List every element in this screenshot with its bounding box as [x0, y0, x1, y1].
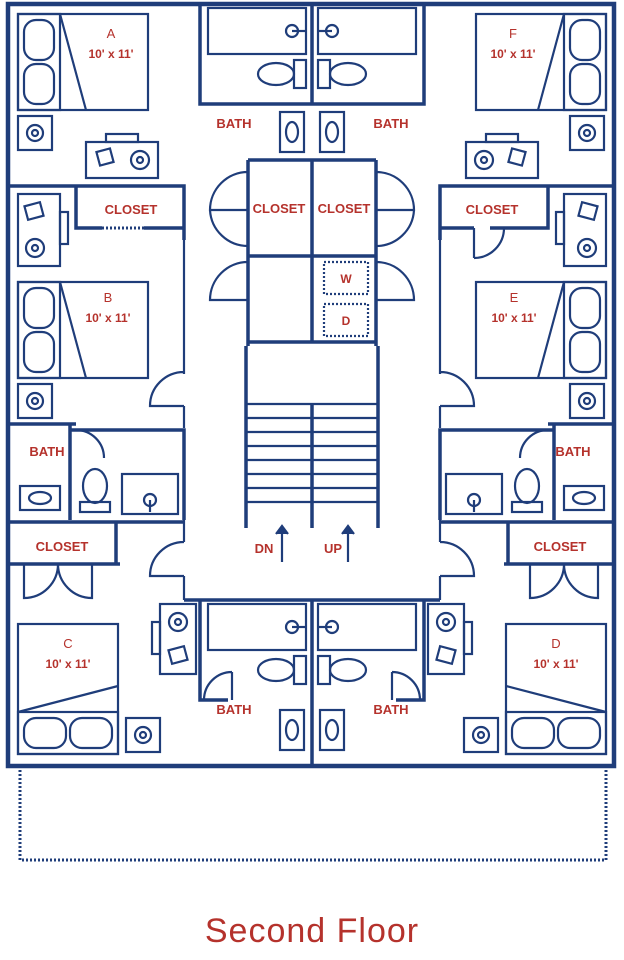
stair-walls	[244, 346, 380, 528]
room-a-letter: A	[107, 26, 116, 41]
bath-b-door	[75, 428, 106, 459]
toilet-icon	[256, 58, 308, 90]
bath-label: BATH	[373, 702, 408, 717]
stair-down-arrow-icon	[275, 524, 289, 562]
bath-label: BATH	[373, 116, 408, 131]
room-a-size: 10' x 11'	[88, 47, 133, 61]
bed-icon	[16, 622, 120, 756]
bed-icon	[474, 12, 608, 112]
closet-d-doors	[528, 563, 600, 600]
sink-icon	[278, 708, 306, 752]
washer-icon	[322, 260, 370, 296]
closet-c-walls	[8, 520, 184, 566]
bed-icon	[16, 12, 150, 112]
desk-icon	[426, 602, 474, 676]
room-c-letter: C	[63, 636, 72, 651]
stair-up-label: UP	[324, 541, 342, 556]
balcony-outline	[18, 770, 608, 862]
room-d-door	[438, 520, 476, 600]
bottom-bath-walls	[184, 598, 440, 766]
dresser-icon	[16, 382, 54, 420]
bath-b-walls	[8, 422, 186, 520]
tub-bottom-right	[316, 602, 418, 652]
closet-label: CLOSET	[318, 201, 371, 216]
bed-icon	[16, 280, 150, 380]
toilet-icon	[316, 58, 368, 90]
closet-label: CLOSET	[36, 539, 89, 554]
room-f-letter: F	[509, 26, 517, 41]
sink-icon	[318, 110, 346, 154]
room-f-size: 10' x 11'	[490, 47, 535, 61]
room-f-wall	[438, 184, 614, 240]
desk-icon	[464, 132, 540, 180]
desk-icon	[84, 132, 160, 180]
room-c-door	[148, 520, 186, 600]
tub-top-left	[206, 6, 308, 56]
room-b-size: 10' x 11'	[85, 311, 130, 325]
bed-icon	[504, 622, 608, 756]
closet-e-door-swing	[472, 227, 506, 260]
room-e-door	[438, 240, 476, 428]
room-b-door	[148, 240, 186, 428]
closet-label: CLOSET	[534, 539, 587, 554]
dresser-icon	[568, 382, 606, 420]
tub-bottom-left	[206, 602, 308, 652]
tub-top-right	[316, 6, 418, 56]
room-b-letter: B	[104, 290, 113, 305]
shower-icon	[444, 472, 504, 516]
closet-c-doors	[22, 563, 94, 600]
toilet-icon	[316, 654, 368, 686]
floor-plan: A 10' x 11' F 10' x 11' B 10' x 11' E 10…	[5, 1, 617, 862]
bath-bottom-left-door	[202, 670, 234, 701]
bath-label: BATH	[29, 444, 64, 459]
room-e-size: 10' x 11'	[491, 311, 536, 325]
room-e-letter: E	[510, 290, 519, 305]
bed-icon	[474, 280, 608, 380]
toilet-icon	[510, 467, 544, 514]
room-d-letter: D	[551, 636, 560, 651]
closet-b-wall	[74, 186, 184, 230]
sink-icon	[318, 708, 346, 752]
dresser-icon	[16, 114, 54, 152]
dryer-label: D	[342, 314, 351, 328]
closet-label: CLOSET	[466, 202, 519, 217]
sink-icon	[562, 484, 606, 512]
room-d-size: 10' x 11'	[533, 657, 578, 671]
bath-label: BATH	[216, 116, 251, 131]
closet-e-wall	[440, 186, 550, 230]
dresser-icon	[124, 716, 162, 754]
bath-label: BATH	[216, 702, 251, 717]
closet-label: CLOSET	[105, 202, 158, 217]
washer-label: W	[340, 272, 352, 286]
dresser-icon	[568, 114, 606, 152]
desk-icon	[150, 602, 198, 676]
center-closet-doors	[208, 170, 416, 302]
toilet-icon	[256, 654, 308, 686]
shower-icon	[120, 472, 180, 516]
closet-label: CLOSET	[253, 201, 306, 216]
stair-down-label: DN	[255, 541, 274, 556]
desk-icon	[554, 192, 608, 268]
desk-icon	[16, 192, 70, 268]
bath-e-walls	[438, 422, 614, 520]
room-a-wall	[8, 184, 186, 240]
bath-bottom-right-door	[390, 670, 422, 701]
floor-title: Second Floor	[204, 912, 420, 950]
dryer-icon	[322, 302, 370, 338]
sink-icon	[278, 110, 306, 154]
toilet-icon	[78, 467, 112, 514]
room-c-size: 10' x 11'	[45, 657, 90, 671]
sink-icon	[18, 484, 62, 512]
stair-up-arrow-icon	[341, 524, 355, 562]
bath-e-door	[518, 428, 549, 459]
top-bath-walls	[198, 4, 426, 106]
closet-d-walls	[440, 520, 614, 566]
center-closet-walls	[246, 158, 378, 346]
dresser-icon	[462, 716, 500, 754]
stair-treads	[246, 402, 378, 504]
bath-label: BATH	[555, 444, 590, 459]
